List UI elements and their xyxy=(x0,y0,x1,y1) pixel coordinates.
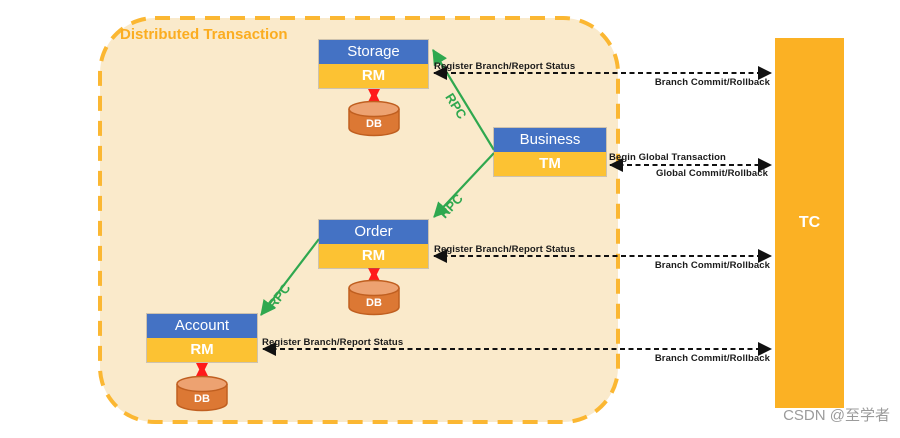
watermark: CSDN @至学者 xyxy=(783,407,890,424)
node-tc: TC xyxy=(775,38,844,408)
business-response-label: Global Commit/Rollback xyxy=(656,168,768,179)
storage-db-icon: DB xyxy=(348,100,400,137)
node-business: Business TM xyxy=(494,128,606,176)
storage-request-label: Register Branch/Report Status xyxy=(434,61,576,72)
business-tm-label: TM xyxy=(494,152,606,176)
order-name: Order xyxy=(319,220,428,244)
node-storage: Storage RM xyxy=(319,40,428,88)
node-account: Account RM xyxy=(147,314,257,362)
rpc-line-business-order xyxy=(433,152,495,218)
storage-db-label: DB xyxy=(366,118,382,130)
account-name: Account xyxy=(147,314,257,338)
storage-name: Storage xyxy=(319,40,428,64)
order-db-label: DB xyxy=(366,297,382,309)
business-name: Business xyxy=(494,128,606,152)
order-rm-label: RM xyxy=(319,244,428,268)
rpc-line-order-account xyxy=(260,238,320,316)
account-db-label: DB xyxy=(194,393,210,405)
order-db-icon: DB xyxy=(348,279,400,316)
account-request-label: Register Branch/Report Status xyxy=(262,337,404,348)
node-order: Order RM xyxy=(319,220,428,268)
order-response-label: Branch Commit/Rollback xyxy=(654,260,770,271)
diagram-title: Distributed Transaction xyxy=(120,26,288,43)
account-db-icon: DB xyxy=(176,375,228,412)
business-request-label: Begin Global Transaction xyxy=(609,152,726,163)
account-rm-label: RM xyxy=(147,338,257,362)
storage-rm-label: RM xyxy=(319,64,428,88)
storage-response-label: Branch Commit/Rollback xyxy=(654,77,770,88)
account-response-label: Branch Commit/Rollback xyxy=(654,353,770,364)
order-request-label: Register Branch/Report Status xyxy=(434,244,576,255)
tc-label: TC xyxy=(798,214,821,231)
